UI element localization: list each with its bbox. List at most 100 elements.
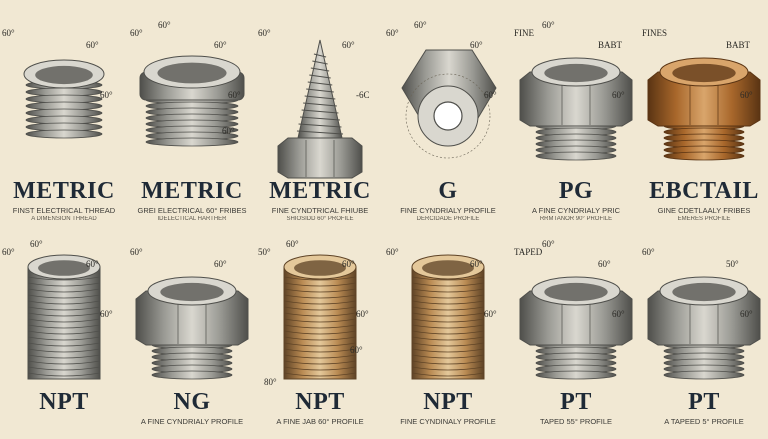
thread-type-title: EBCTAIL: [649, 178, 759, 204]
thread-ridge: [27, 360, 101, 365]
thread-ridge: [145, 137, 239, 147]
fitting-illustration: [277, 39, 363, 179]
thread-type-title: NG: [173, 389, 211, 415]
thread-ridge: [283, 288, 357, 293]
thread-ridge: [411, 360, 485, 365]
angle-label: TAPED: [514, 247, 543, 257]
thread-ridge: [27, 324, 101, 329]
thread-ridge: [411, 348, 485, 353]
nut-face-drawing: [401, 49, 497, 159]
thread-ridge: [310, 67, 330, 72]
bore-hole: [35, 65, 93, 85]
bore-hole: [672, 282, 736, 302]
thread-ridge: [411, 372, 485, 377]
thread-ridge: [283, 282, 357, 287]
profile-subcaption: RRMTANOR 90° PROFILE: [539, 216, 613, 222]
thread-ridge: [411, 342, 485, 347]
profile-caption: FINE CYNDTRICAL FHIUBE: [271, 206, 369, 215]
thread-ridge: [27, 342, 101, 347]
thread-ridge: [411, 354, 485, 359]
angle-label: 60°: [228, 90, 241, 100]
angle-label: BABT: [598, 40, 623, 50]
thread-ridge: [27, 288, 101, 293]
thread-ridge: [411, 288, 485, 293]
profile-caption: FINE CYNDRIALY PROFILE: [400, 206, 496, 215]
thread-ridge: [313, 53, 327, 58]
fitting-illustration: [519, 276, 633, 380]
thread-ridge: [283, 372, 357, 377]
fitting-illustration: [135, 276, 249, 380]
thread-ridge: [283, 276, 357, 281]
thread-ridge: [283, 294, 357, 299]
thread-ridge: [535, 370, 617, 380]
thread-ridge: [27, 366, 101, 371]
profile-caption: GREI ELECTRICAL 60° FRIBES: [137, 206, 247, 215]
profile-caption: TAPED 55° PROFILE: [539, 417, 613, 426]
angle-label: 60°: [158, 20, 171, 30]
profile-caption: A FINE CYNDRIALY PRIC: [531, 206, 621, 215]
thread-ridge: [27, 330, 101, 335]
angle-label: 60°: [414, 20, 427, 30]
thread-ridge: [306, 88, 334, 93]
angle-label: 50°: [258, 247, 271, 257]
angle-label: FINE: [514, 28, 534, 38]
angle-label: 60°: [2, 28, 15, 38]
thread-ridge: [27, 294, 101, 299]
thread-type-title: NPT: [39, 389, 89, 415]
angle-label: 60°: [612, 90, 625, 100]
thread-ridge: [283, 348, 357, 353]
hex-fitting-drawing: [647, 57, 761, 161]
angle-label: 60°: [214, 40, 227, 50]
thread-ridge: [283, 312, 357, 317]
profile-caption: GINE CDETLAALY FRIBES: [657, 206, 751, 215]
thread-ridge: [411, 336, 485, 341]
bore-hole: [422, 260, 474, 276]
round-thread-drawing: [139, 55, 245, 147]
angle-label: 60°: [542, 20, 555, 30]
thread-ridge: [411, 306, 485, 311]
angle-label: 60°: [356, 309, 369, 319]
thread-ridge: [411, 366, 485, 371]
thread-type-title: METRIC: [13, 178, 115, 204]
bore-hole: [160, 282, 224, 302]
thread-ridge: [151, 370, 233, 380]
angle-label: 60°: [484, 309, 497, 319]
profile-caption: A FINE JAB 60° PROFILE: [276, 417, 364, 426]
thread-ridge: [411, 330, 485, 335]
fitting-illustration: [23, 59, 105, 139]
angle-label: 80°: [264, 377, 277, 387]
thread-ridge: [283, 318, 357, 323]
ring-thread-drawing: [23, 59, 105, 139]
thread-ridge: [303, 102, 337, 107]
hex-fitting-drawing: [647, 276, 761, 380]
fitting-illustration: [283, 254, 357, 380]
fitting-illustration: [647, 57, 761, 161]
thread-type-title: METRIC: [269, 178, 371, 204]
thread-ridge: [283, 360, 357, 365]
profile-caption: FINST ELECTRICAL THREAD: [12, 206, 116, 215]
thread-ridge: [27, 312, 101, 317]
thread-ridge: [27, 336, 101, 341]
thread-ridge: [27, 318, 101, 323]
angle-label: 60°: [130, 28, 143, 38]
thread-ridge: [411, 318, 485, 323]
fitting-illustration: [401, 49, 497, 159]
angle-label: 60°: [470, 259, 483, 269]
profile-caption: A FINE CYNDRIALY PROFILE: [140, 417, 244, 426]
profile-subcaption: EMERES PROFILE: [677, 216, 731, 222]
thread-ridge: [283, 330, 357, 335]
bore-hole: [157, 62, 227, 84]
thread-ridge: [411, 300, 485, 305]
angle-label: 60°: [258, 28, 271, 38]
angle-label: 60°: [542, 239, 555, 249]
angle-label: 60°: [286, 239, 299, 249]
hex-body: [277, 137, 363, 179]
profile-caption: FINE CYNDINALY PROFILE: [400, 417, 496, 426]
bore-hole: [544, 63, 608, 83]
angle-label: BABT: [726, 40, 751, 50]
